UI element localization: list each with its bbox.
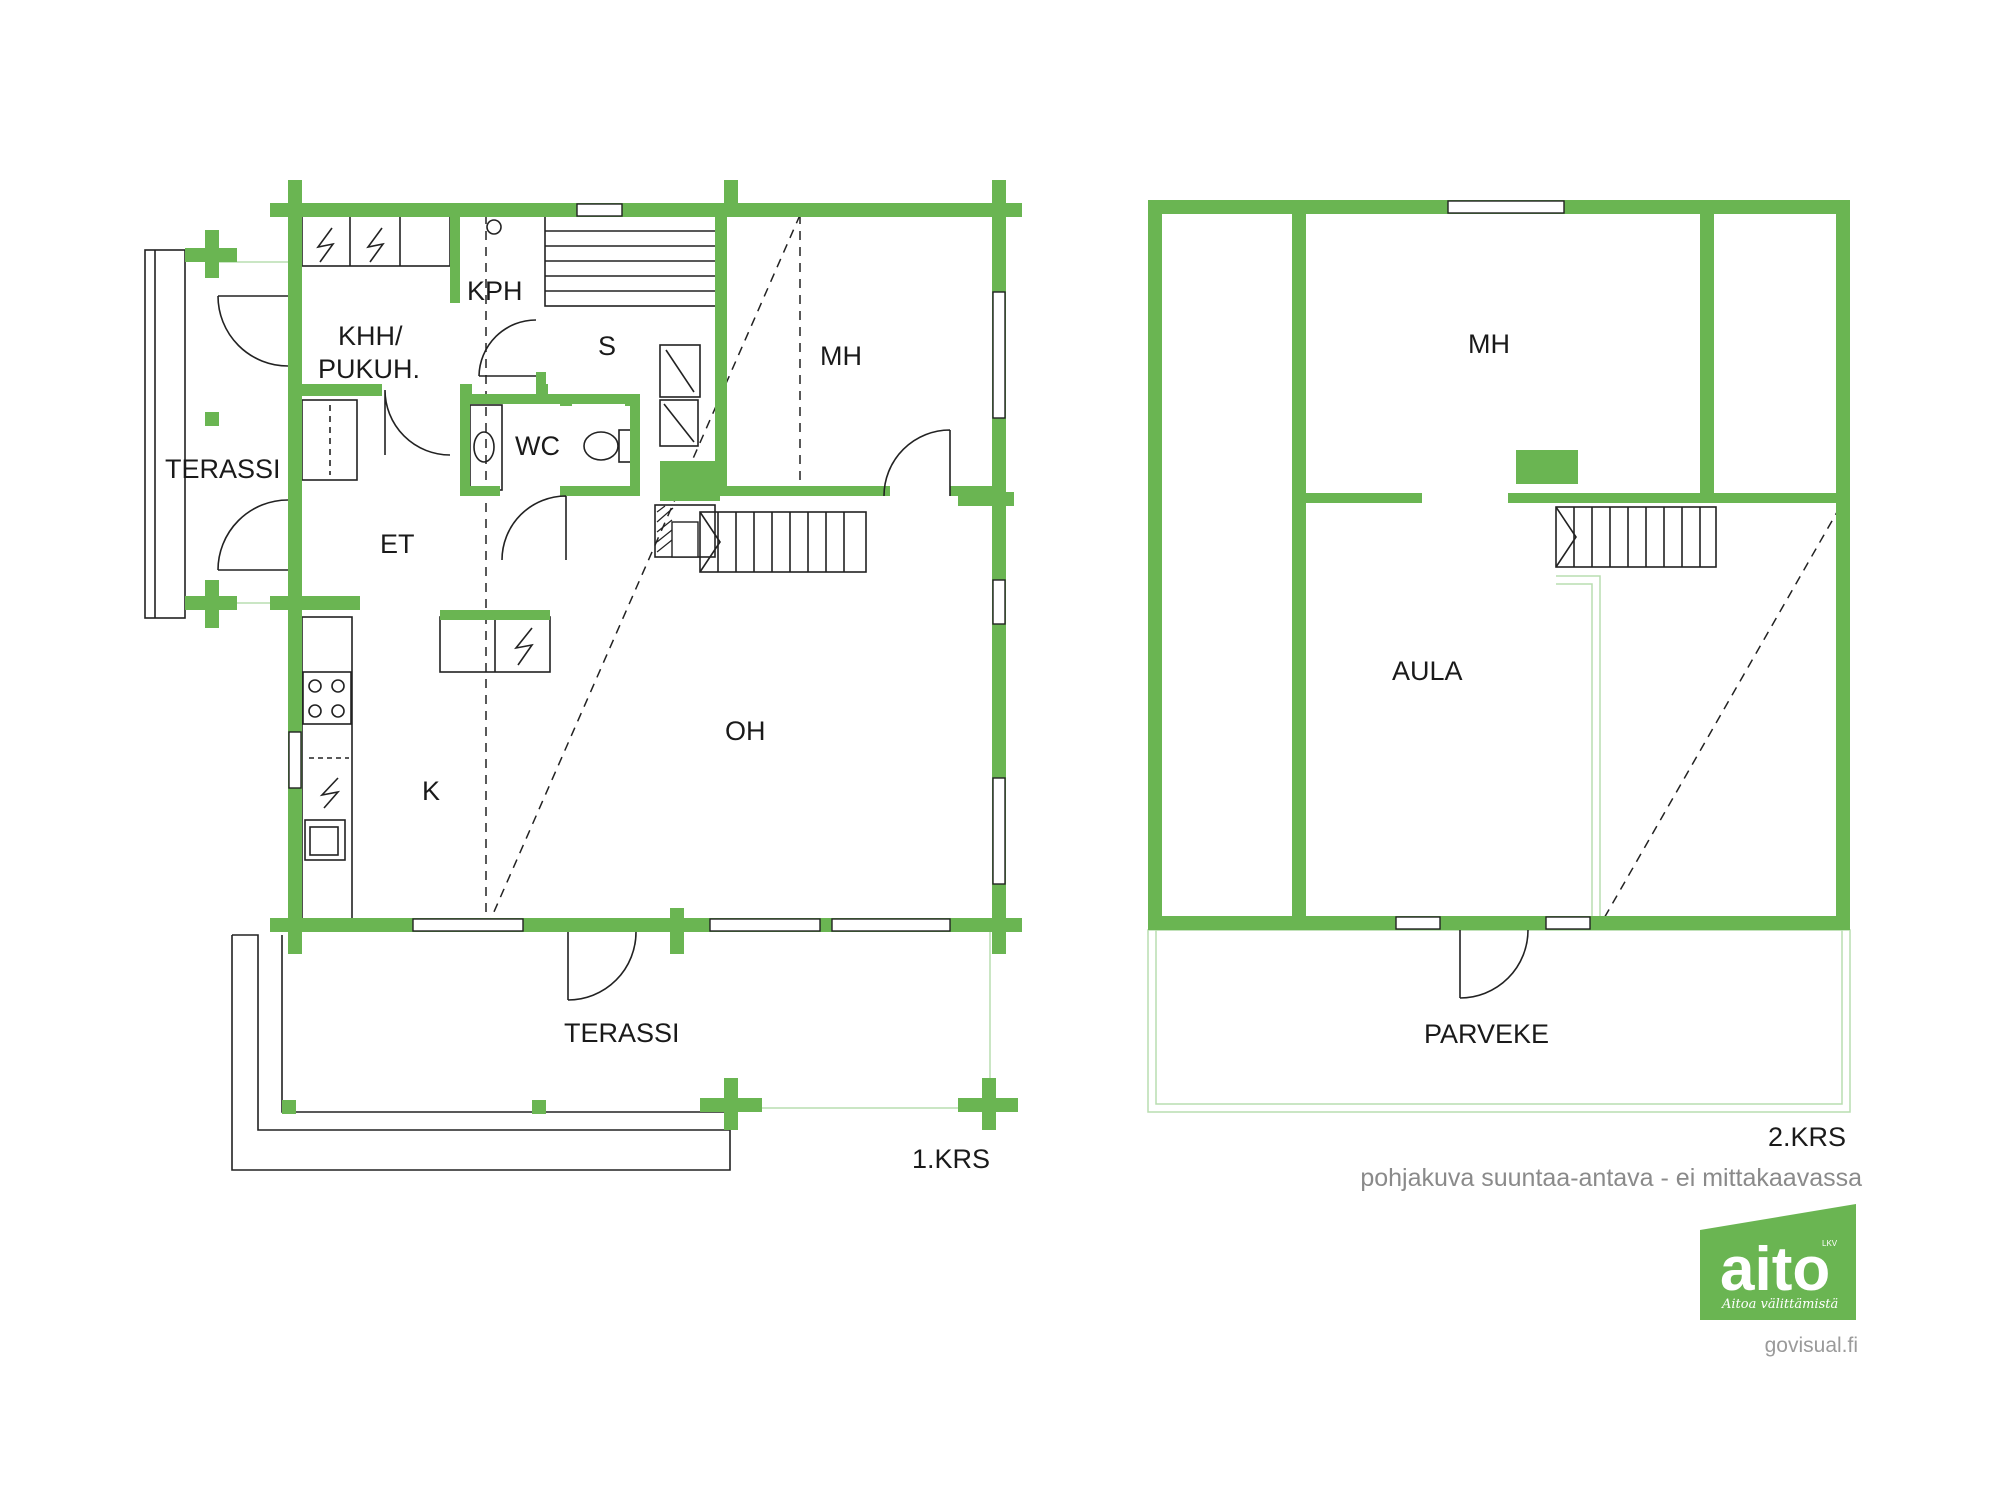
electric-icons [316, 227, 534, 809]
floor-1-plan: KHH/ PUKUH. KPH S MH WC TERASSI ET OH K … [144, 180, 1022, 1174]
stairs [699, 511, 867, 573]
label-terassi-side: TERASSI [165, 454, 281, 484]
aito-logo: aito LKV Aitoa välittämistä [1700, 1204, 1856, 1320]
room-labels-floor-1: KHH/ PUKUH. KPH S MH WC TERASSI ET OH K … [165, 276, 862, 1048]
label-parveke: PARVEKE [1424, 1019, 1549, 1049]
doors-floor-1 [217, 295, 951, 1001]
label-wc: WC [515, 431, 560, 461]
lightning-icon [366, 227, 385, 263]
fireplace [654, 461, 720, 558]
walls-floor-1 [185, 180, 1022, 1130]
label-aula: AULA [1392, 656, 1463, 686]
logo-badge [1700, 1204, 1856, 1320]
disclaimer-text: pohjakuva suuntaa-antava - ei mittakaava… [1360, 1164, 1862, 1192]
sink [304, 819, 346, 861]
label-s: S [598, 331, 616, 361]
label-mh-1: MH [820, 341, 862, 371]
lightning-icon [319, 777, 341, 809]
windows-floor-2 [1395, 200, 1591, 930]
stove-icon [302, 671, 352, 725]
floor-1-label: 1.KRS [912, 1144, 990, 1174]
label-pukuh: PUKUH. [318, 354, 420, 384]
stairs-2 [1555, 506, 1717, 568]
label-k: K [422, 776, 440, 806]
windows-floor-1 [288, 203, 1006, 932]
label-terassi-front: TERASSI [564, 1018, 680, 1048]
floor-2-label: 2.KRS [1768, 1122, 1846, 1152]
sauna-stove [659, 399, 699, 447]
slope-lines [485, 214, 801, 931]
label-oh: OH [725, 716, 766, 746]
walls-floor-2 [1148, 200, 1850, 930]
logo-superscript: LKV [1822, 1239, 1838, 1248]
toilet [583, 431, 619, 461]
label-mh-2: MH [1468, 329, 1510, 359]
lightning-icon [514, 627, 534, 666]
label-kph: KPH [467, 276, 523, 306]
floor-2-plan: MH AULA PARVEKE 2.KRS [1147, 200, 1851, 1152]
room-labels-floor-2: MH AULA PARVEKE [1392, 329, 1549, 1049]
credit-text: govisual.fi [1765, 1334, 1858, 1357]
front-terrace-outline [231, 934, 731, 1171]
logo-word: aito [1720, 1235, 1830, 1304]
lightning-icon [316, 227, 335, 263]
logo-tagline: Aitoa välittämistä [1721, 1297, 1838, 1312]
label-khh: KHH/ [338, 321, 403, 351]
slope-lines-2 [1602, 506, 1841, 921]
washer-dryer [301, 215, 451, 267]
shower-icon [486, 219, 502, 235]
door-floor-2 [1459, 929, 1529, 999]
railing-2 [1556, 575, 1601, 918]
side-terrace-outline [144, 249, 186, 619]
kitchen-counter [301, 616, 353, 921]
label-et: ET [380, 529, 415, 559]
